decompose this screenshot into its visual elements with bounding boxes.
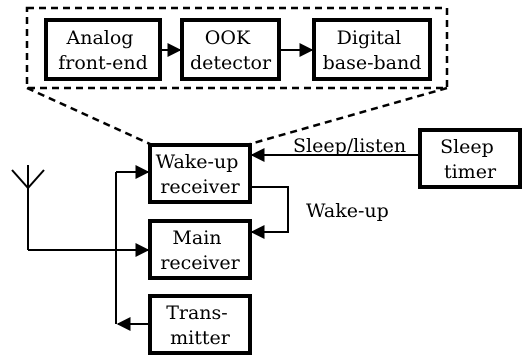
wakeup-receiver-line-1: Wake-up: [156, 151, 239, 173]
ook-detector-line-1: OOK: [205, 27, 251, 49]
analog-frontend-line-2: front-end: [58, 52, 148, 74]
antenna-icon: [11, 165, 45, 250]
analog-frontend-block: Analog front-end: [44, 18, 162, 81]
antenna-wiring: [28, 165, 150, 331]
sleep-timer-line-2: timer: [444, 161, 497, 183]
svg-text:Main receiver: Main receiver: [160, 227, 240, 274]
main-receiver-block: Main receiver: [148, 219, 252, 280]
svg-text:Analog front-end: Analog front-end: [58, 27, 148, 74]
wake-up-label: Wake-up: [306, 200, 389, 222]
ook-detector-block: OOK detector: [180, 18, 281, 81]
svg-text:Digital base-band: Digital base-band: [323, 27, 422, 74]
svg-text:OOK detector: OOK detector: [190, 27, 272, 74]
wakeup-receiver-block: Wake-up receiver: [148, 143, 252, 204]
transmitter-block: Trans- mitter: [148, 294, 252, 355]
analog-frontend-line-1: Analog: [65, 27, 133, 49]
ook-detector-line-2: detector: [190, 52, 272, 74]
main-receiver-line-1: Main: [172, 227, 221, 249]
wakeup-detail-region: [25, 6, 449, 146]
wake-up-arrow: [250, 186, 289, 239]
sleep-timer-block: Sleep timer: [418, 128, 522, 189]
sleep-listen-label: Sleep/listen: [293, 135, 406, 157]
transmitter-line-1: Trans-: [166, 302, 228, 324]
transmitter-line-2: mitter: [170, 327, 231, 349]
main-receiver-line-2: receiver: [160, 252, 240, 274]
svg-text:Trans- mitter: Trans- mitter: [166, 302, 234, 349]
digital-baseband-line-1: Digital: [337, 27, 402, 49]
digital-baseband-line-2: base-band: [323, 52, 422, 74]
digital-baseband-block: Digital base-band: [312, 18, 432, 81]
svg-text:Wake-up receiver: Wake-up receiver: [156, 151, 245, 198]
svg-text:Sleep timer: Sleep timer: [440, 136, 500, 183]
sleep-timer-line-1: Sleep: [440, 136, 494, 158]
wakeup-receiver-line-2: receiver: [160, 176, 240, 198]
